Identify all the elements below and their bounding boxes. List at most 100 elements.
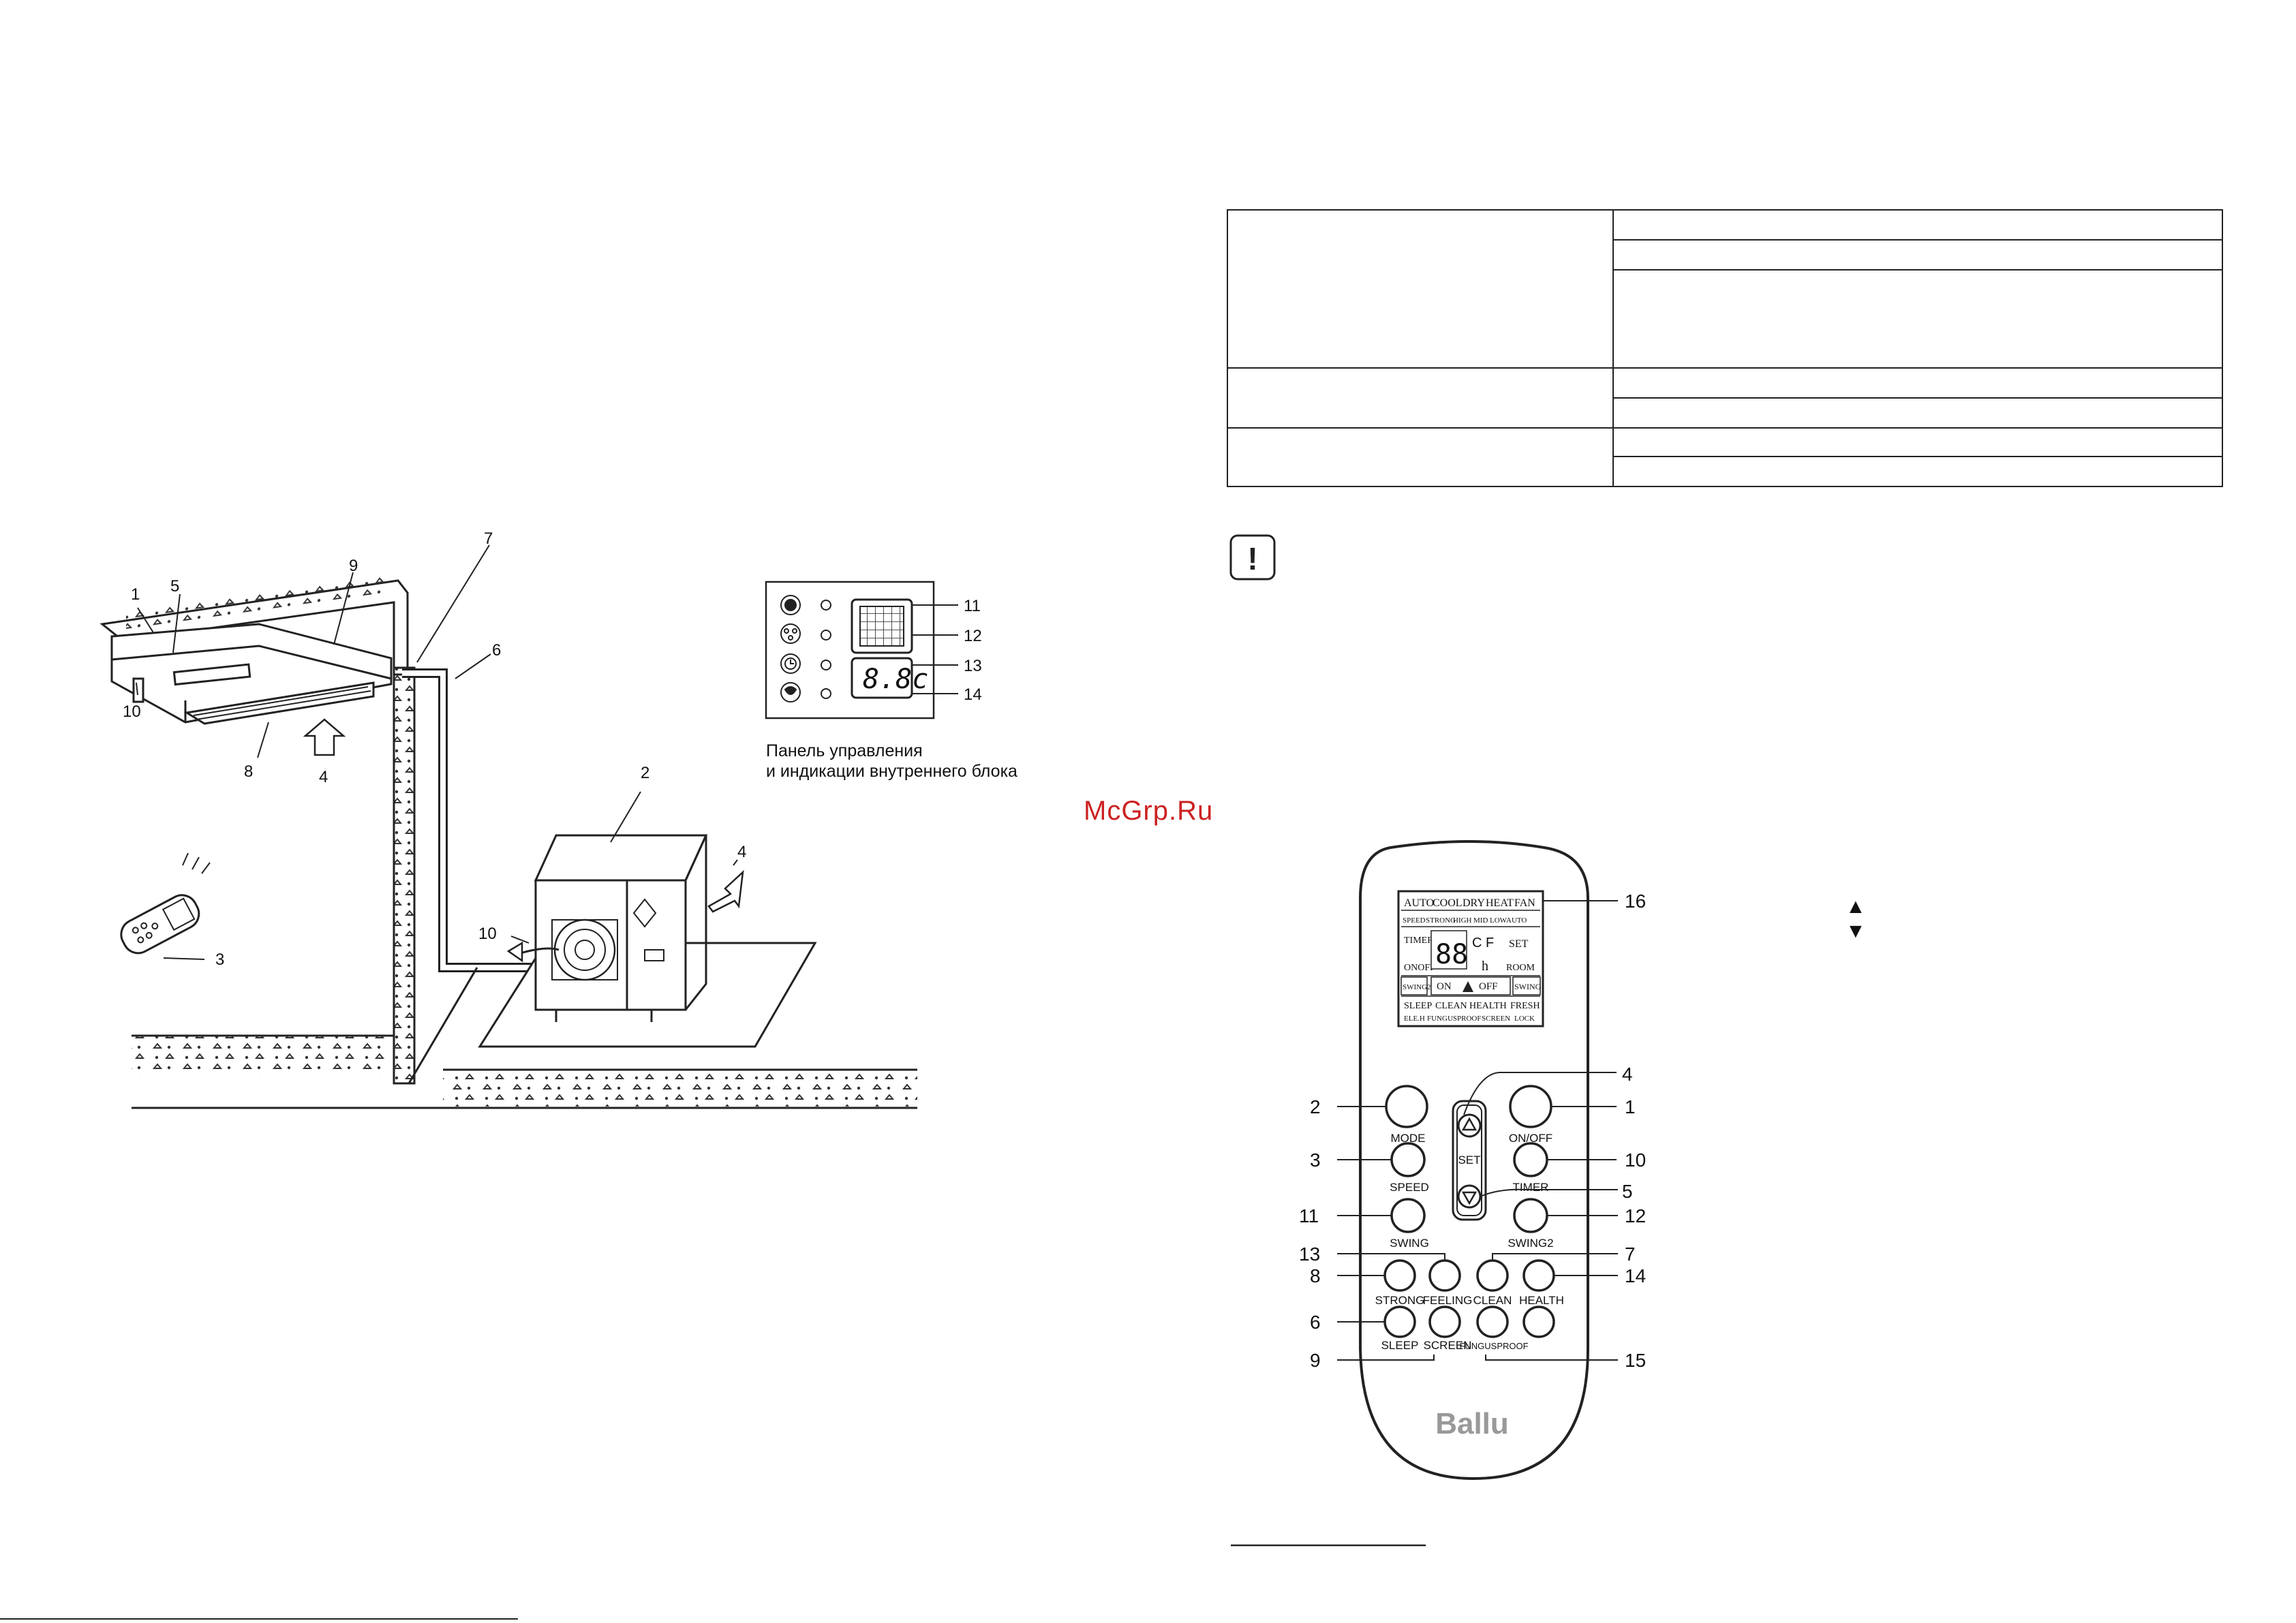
strong-label: STRONG [1375,1294,1425,1307]
timer-label: TIMER [1513,1181,1549,1194]
remote-callout-1: 1 [1625,1096,1636,1117]
mode-button[interactable] [1385,1085,1428,1128]
feeling-button[interactable] [1428,1259,1461,1292]
clean-label: CLEAN [1473,1294,1512,1307]
callout-3: 3 [215,950,224,969]
callout-5: 5 [170,577,179,596]
callout-4b: 4 [737,843,746,861]
swing-button[interactable] [1390,1198,1426,1233]
remote-callout-15: 15 [1625,1350,1646,1371]
panel-callout-14: 14 [964,685,982,704]
remote-lcd [1397,890,1544,1027]
lcd-auto-speed: AUTO [1506,916,1527,925]
remote-callout-13: 13 [1299,1243,1320,1265]
set-up-button[interactable] [1457,1113,1482,1138]
lcd-cool: COOL [1433,897,1463,909]
installation-diagram [100,544,917,1109]
lcd-dry: DRY [1463,897,1485,909]
lcd-off: OFF [1479,981,1498,992]
panel-callout-13: 13 [964,657,982,675]
lcd-health: HEALTH [1469,1001,1507,1011]
triangle-up-icon [1461,1117,1478,1131]
table-cell [1612,239,2223,270]
indoor-unit [110,623,393,725]
lcd-heat: HEAT [1486,897,1514,909]
panel-callout-12: 12 [964,627,982,645]
sleep-label: SLEEP [1381,1339,1419,1352]
up-arrow-icon: ▲ [1846,895,1866,918]
panel-caption-line2: и индикации внутреннего блока [766,762,1017,781]
table-cell [1612,397,2223,429]
lcd-h: h [1482,959,1488,974]
clean-button[interactable] [1476,1259,1509,1292]
indicator-leds [821,600,831,699]
set-down-button[interactable] [1457,1184,1482,1209]
lcd-screen: SCREEN [1482,1015,1510,1023]
lcd-eleh: ELE.H [1404,1015,1425,1023]
callout-2: 2 [641,764,649,782]
health-button[interactable] [1522,1259,1555,1292]
installation-callouts: 1 5 9 7 6 10 8 4 3 2 4 10 [123,529,746,969]
wall [393,666,416,1085]
screen-label: SCREEN [1424,1339,1472,1352]
ceiling-texture [126,572,385,630]
watermark: McGrp.Ru [1084,796,1214,826]
sleep-icon [780,682,801,702]
remote-callout-14: 14 [1625,1265,1646,1286]
outdoor-unit [534,834,708,1022]
screen-button[interactable] [1428,1305,1461,1338]
lcd-swing: SWING [1514,982,1542,991]
temperature-display [851,657,913,699]
lcd-sleep: SLEEP [1404,1001,1432,1011]
lcd-lock: LOCK [1514,1015,1535,1023]
feeling-label: FEELING [1423,1294,1473,1307]
onoff-label: ON/OFF [1509,1132,1552,1145]
airflow-arrow-up [303,718,346,756]
table-cell [1612,367,2223,399]
timer-icon [780,653,801,674]
table-cell [1612,456,2223,487]
callout-8: 8 [244,762,253,781]
table-cell [1612,269,2223,369]
extra-button[interactable] [1522,1305,1555,1338]
lcd-room: ROOM [1506,963,1535,973]
remote-callout-6: 6 [1310,1312,1321,1333]
panel-caption-line1: Панель управления [766,741,923,760]
remote-small [120,894,200,955]
callout-1: 1 [131,585,140,604]
lcd-digits: 88 [1435,939,1468,970]
swing2-label: SWING2 [1507,1237,1553,1250]
spec-table [1227,209,2223,487]
sleep-button[interactable] [1383,1305,1416,1338]
lcd-strong: STRONG [1426,916,1456,925]
lcd-set: SET [1509,938,1529,950]
timer-button[interactable] [1513,1142,1548,1177]
swing2-button[interactable] [1513,1198,1548,1233]
fungusproof-label: FUNGUSPROOF [1459,1341,1528,1351]
brand-logo: Ballu [1435,1407,1509,1440]
callout-4: 4 [319,768,328,786]
indoor-panel: 8.8c [765,581,958,720]
remote-callout-10: 10 [1625,1149,1646,1171]
remote-callout-5: 5 [1622,1181,1633,1202]
mode-icon [780,623,801,644]
lcd-onoff: ONOFF [1404,963,1435,973]
down-arrow-icon: ▼ [1846,920,1866,942]
health-label: HEALTH [1519,1294,1564,1307]
warning-icon: ! [1247,541,1257,576]
panel-callouts: 11 12 13 14 [964,597,982,704]
speed-button[interactable] [1390,1142,1426,1177]
onoff-button[interactable] [1509,1085,1552,1128]
lcd-mid: MID [1473,916,1488,925]
warning-box: ! [1229,534,1276,581]
lcd-fungusproof: FUNGUSPROOF [1427,1015,1481,1023]
strong-button[interactable] [1383,1259,1416,1292]
set-label: SET [1458,1154,1480,1166]
triangle-down-icon [1461,1191,1478,1205]
remote-callout-8: 8 [1310,1265,1321,1286]
lcd-auto: AUTO [1404,897,1434,909]
swing-label: SWING [1390,1237,1429,1250]
fungusproof-button[interactable] [1476,1305,1509,1338]
callout-6: 6 [492,641,501,660]
